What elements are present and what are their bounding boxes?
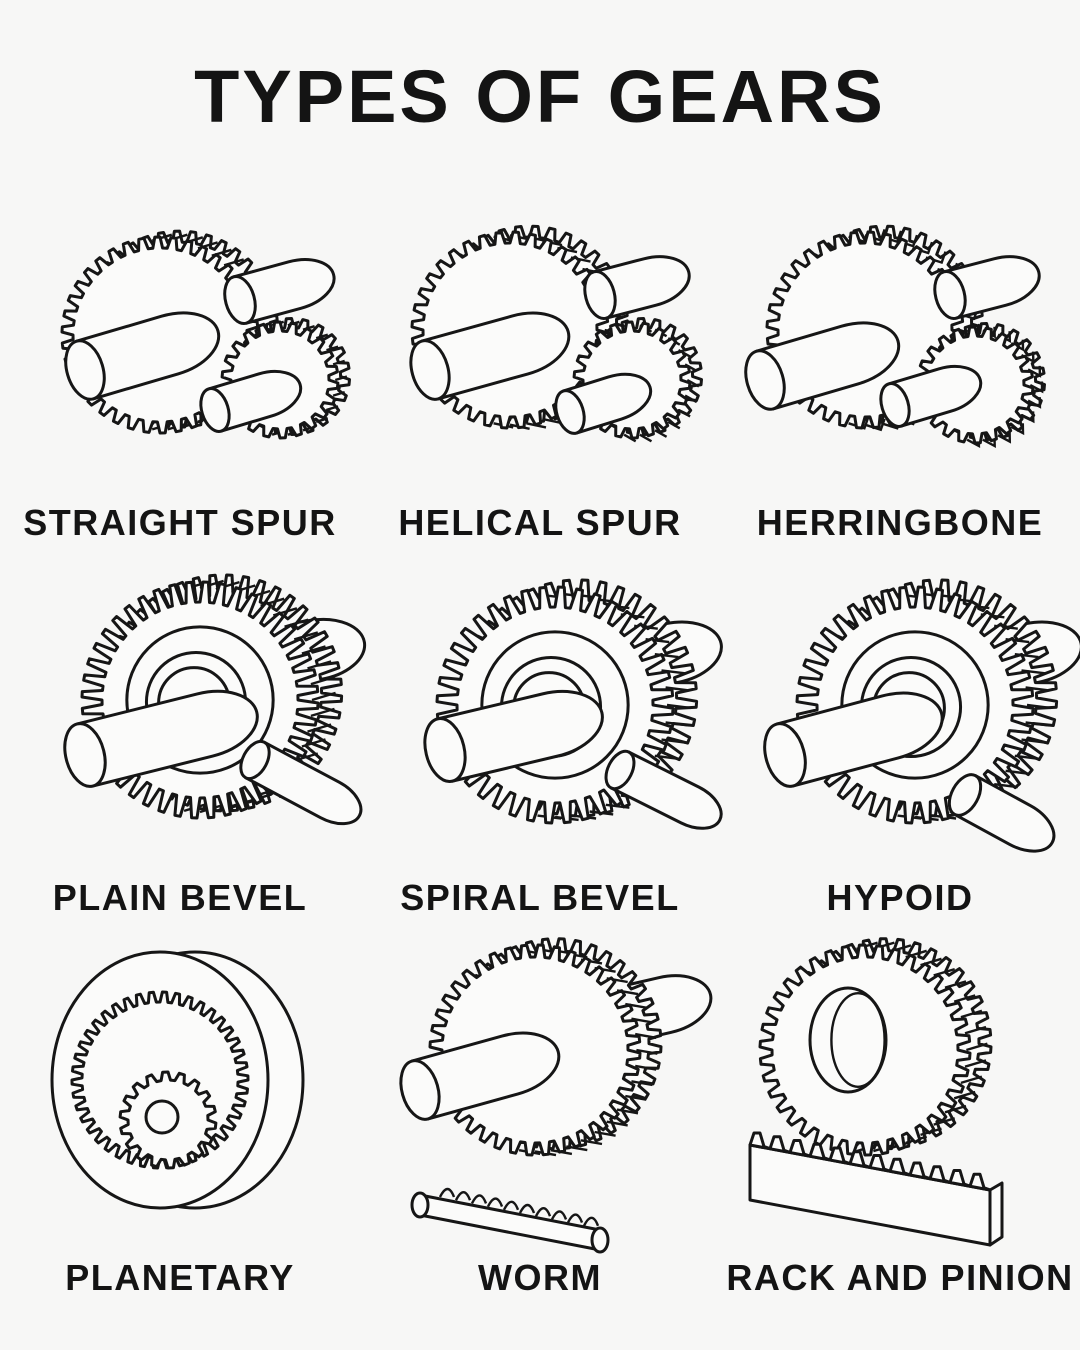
straight-spur-gear-icon (60, 229, 351, 440)
gear-label-herringbone: HERRINGBONE (756, 502, 1044, 543)
gear-label-straight-spur: STRAIGHT SPUR (23, 502, 337, 543)
gear-label-helical-spur: HELICAL SPUR (398, 502, 682, 543)
herringbone-gear-icon (744, 224, 1046, 449)
gear-label-planetary: PLANETARY (65, 1257, 295, 1298)
page-title: TYPES OF GEARS (194, 55, 886, 138)
gear-card-plain-bevel: PLAIN BEVEL (0, 565, 367, 955)
gear-card-hypoid: HYPOID (720, 565, 1080, 955)
rack-and-pinion-gear-icon (748, 937, 1004, 1247)
gear-card-herringbone: HERRINGBONE (720, 190, 1080, 580)
gear-label-spiral-bevel: SPIRAL BEVEL (400, 877, 680, 918)
gear-label-worm: WORM (478, 1257, 602, 1298)
gear-card-helical-spur: HELICAL SPUR (360, 190, 720, 580)
planetary-gear-icon (50, 950, 305, 1210)
spiral-bevel-gear-icon (423, 578, 723, 830)
hypoid-gear-icon (763, 578, 1080, 853)
gear-card-spiral-bevel: SPIRAL BEVEL (360, 565, 723, 955)
plain-bevel-gear-icon (63, 573, 367, 826)
gear-card-straight-spur: STRAIGHT SPUR (0, 190, 360, 580)
gear-card-planetary: PLANETARY (0, 945, 360, 1335)
worm-gear-icon (399, 937, 713, 1254)
gear-label-hypoid: HYPOID (826, 877, 974, 918)
gear-label-rack-and-pinion: RACK AND PINION (726, 1257, 1074, 1298)
helical-spur-gear-icon (409, 224, 703, 443)
gear-card-worm: WORM (360, 937, 720, 1335)
gear-card-rack-and-pinion: RACK AND PINION (720, 937, 1080, 1335)
gear-label-plain-bevel: PLAIN BEVEL (52, 877, 308, 918)
